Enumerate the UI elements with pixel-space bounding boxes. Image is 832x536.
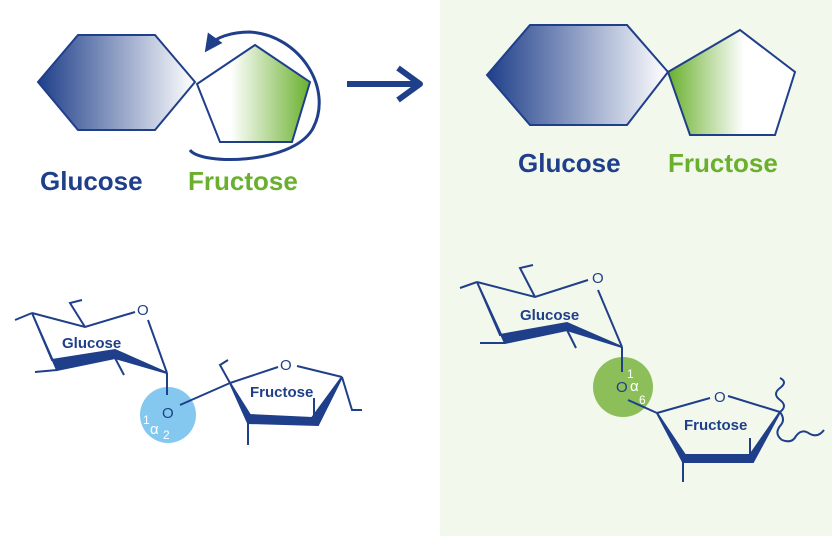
- conversion-arrow-icon: [347, 65, 423, 103]
- glucose-label: Glucose: [40, 166, 143, 196]
- glucose-hexagon: [36, 34, 197, 131]
- bond-position-1: 1: [627, 367, 634, 381]
- chair-fructose-label-right: Fructose: [684, 417, 747, 434]
- chair-glucose-label-right: Glucose: [520, 307, 579, 324]
- ring-oxygen: O: [592, 270, 604, 287]
- ring-oxygen: O: [137, 302, 149, 319]
- bond-position-1: 1: [143, 413, 150, 427]
- bond-circle-right: [593, 357, 653, 417]
- bond-position-2: 2: [163, 428, 170, 442]
- glycosidic-oxygen: O: [616, 379, 628, 396]
- bond-position-6: 6: [639, 393, 646, 407]
- bond-alpha: α: [630, 378, 639, 395]
- chair-fructose-label: Fructose: [250, 384, 313, 401]
- fructose-pentagon-right: [666, 28, 797, 136]
- fructose-label: Fructose: [188, 166, 298, 196]
- isomaltulose-structure: [459, 264, 825, 482]
- ring-oxygen: O: [280, 357, 292, 374]
- bond-circle-left: [140, 387, 196, 443]
- glycosidic-oxygen: O: [162, 405, 174, 422]
- ring-oxygen: O: [714, 389, 726, 406]
- bond-alpha: α: [150, 421, 159, 438]
- fructose-label-right: Fructose: [668, 148, 778, 178]
- chair-glucose-label: Glucose: [62, 335, 121, 352]
- fructose-pentagon: [195, 43, 312, 143]
- sucrose-structure: [14, 299, 362, 445]
- rearrangement-arrow-icon: [188, 30, 321, 162]
- glucose-label-right: Glucose: [518, 148, 621, 178]
